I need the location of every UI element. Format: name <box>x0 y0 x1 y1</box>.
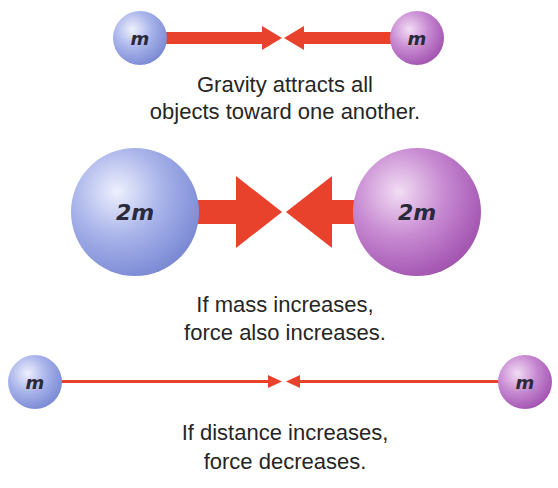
force-arrow <box>58 380 270 383</box>
arrow-head <box>286 176 332 248</box>
arrow-head <box>284 26 304 50</box>
mass-label: m <box>516 372 535 393</box>
mass-label: m <box>408 28 427 49</box>
mass-label: 2m <box>116 200 154 225</box>
arrow-head <box>268 375 282 388</box>
mass-sphere: 2m <box>353 148 481 276</box>
mass-sphere: m <box>498 355 552 409</box>
force-arrow <box>160 32 264 44</box>
caption-text: If mass increases, force also increases. <box>20 291 550 347</box>
force-arrow <box>302 32 398 44</box>
force-arrow <box>298 380 502 383</box>
arrow-head <box>286 375 300 388</box>
mass-sphere: 2m <box>71 148 199 276</box>
mass-sphere: m <box>113 11 167 65</box>
arrow-head <box>236 176 282 248</box>
mass-label: 2m <box>398 200 436 225</box>
caption-text: If distance increases, force decreases. <box>20 418 550 476</box>
mass-sphere: m <box>390 11 444 65</box>
caption-text: Gravity attracts all objects toward one … <box>20 71 550 125</box>
mass-label: m <box>26 372 45 393</box>
mass-sphere: m <box>8 355 62 409</box>
mass-label: m <box>131 28 150 49</box>
arrow-head <box>262 26 282 50</box>
